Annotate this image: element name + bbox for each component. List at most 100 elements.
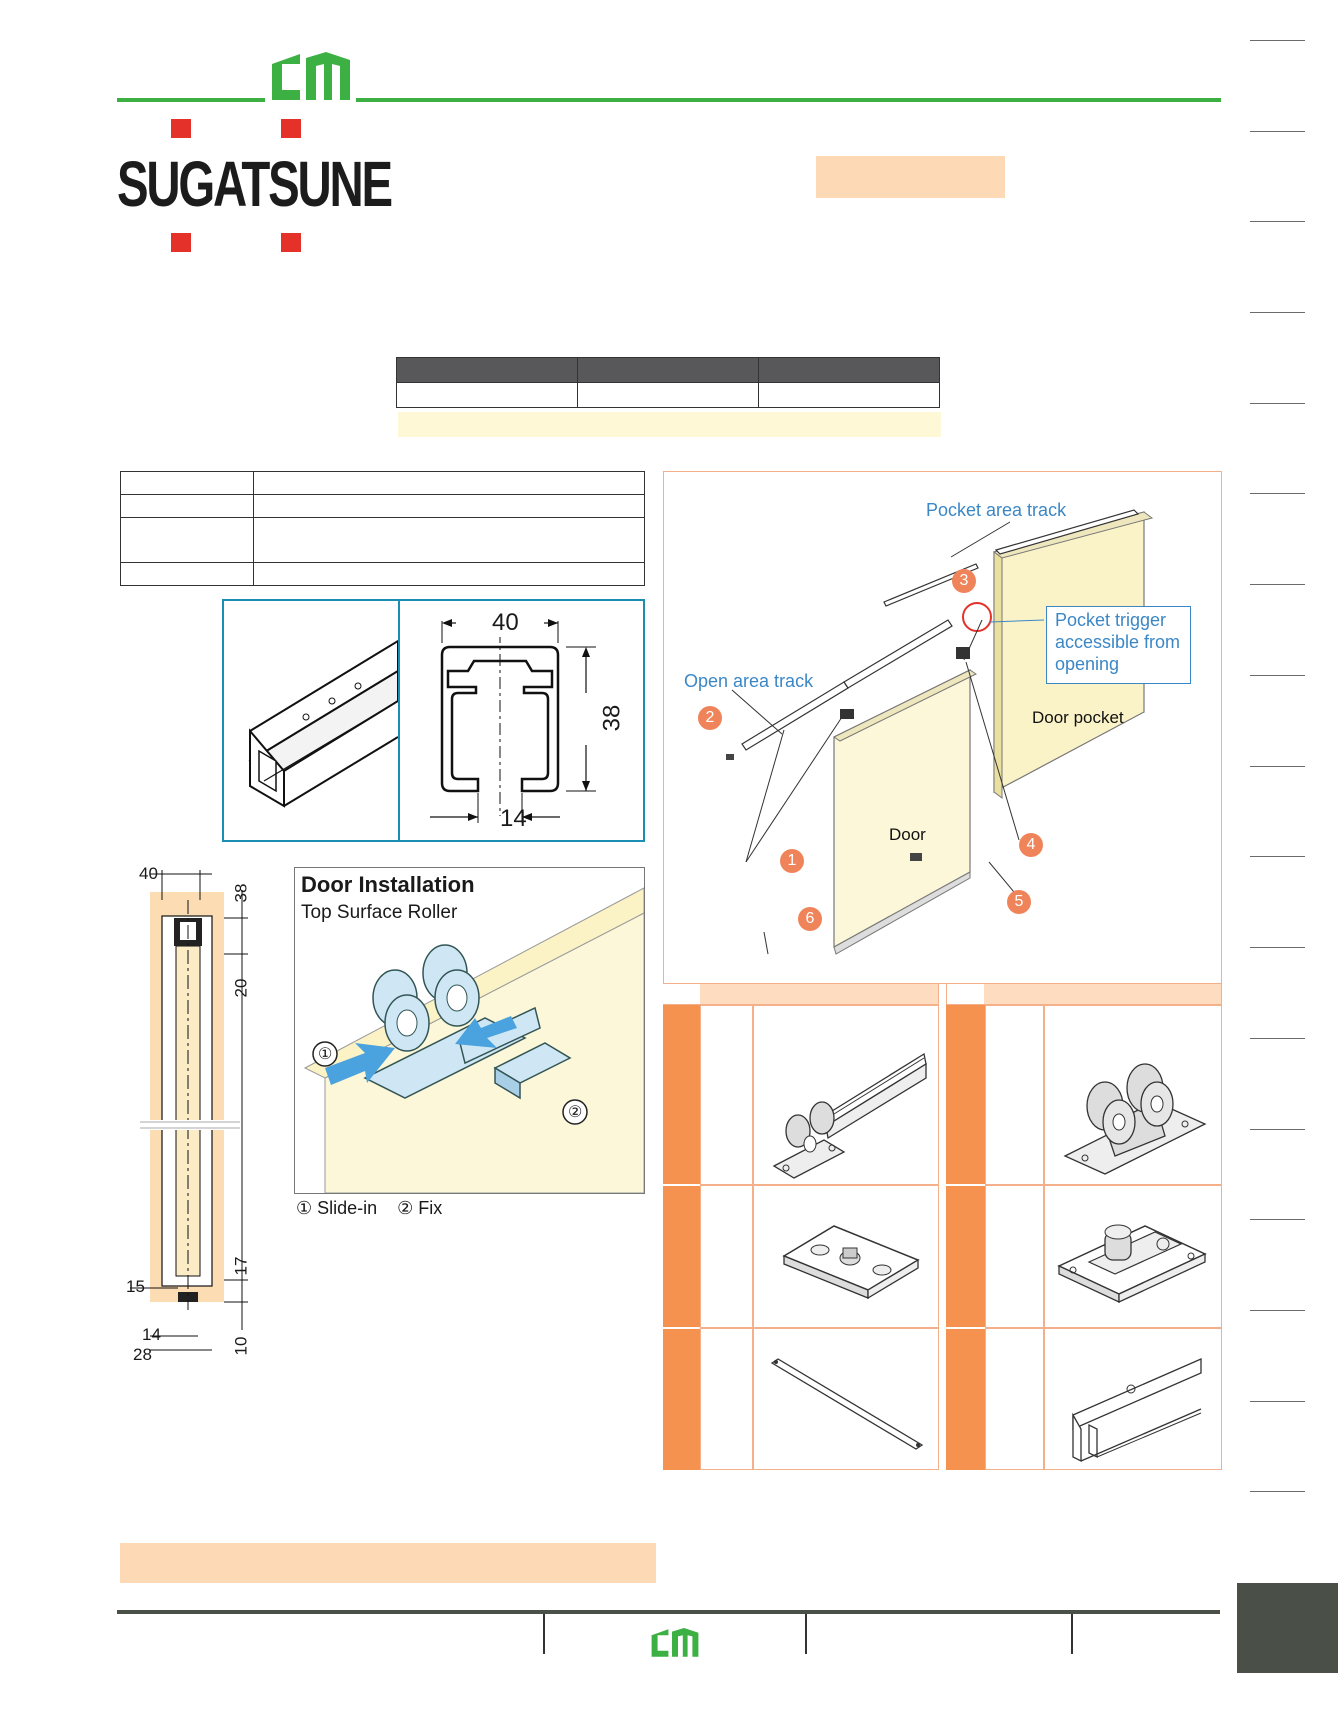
pocket-roller-icon [1063, 1063, 1207, 1175]
edge-tick [1250, 131, 1305, 132]
info-cell [253, 471, 645, 495]
installation-subtitle: Top Surface Roller [301, 902, 458, 923]
parts-index-bar-right [946, 1005, 985, 1470]
pocket-trigger-callout: Pocket trigger accessible from opening [1046, 606, 1191, 684]
dim-section-mid-height: 20 [231, 978, 251, 998]
pocket-trigger-icon [1057, 1224, 1207, 1304]
edge-tick [1250, 1219, 1305, 1220]
spec-table-header [396, 357, 940, 383]
part-image-cell-6 [1044, 1328, 1222, 1470]
logo-square [171, 233, 191, 252]
stopper-plate-icon [782, 1225, 920, 1300]
info-cell [253, 494, 645, 518]
edge-tick [1250, 312, 1305, 313]
callout-5: 5 [1007, 890, 1031, 914]
parts-cell [700, 1185, 753, 1328]
callout-1: 1 [780, 849, 804, 873]
info-row [120, 494, 645, 518]
pocket-track-label: Pocket area track [926, 500, 1067, 520]
dim-profile-height: 38 [598, 704, 627, 732]
info-cell [120, 562, 254, 586]
footer-cm-logo-icon [651, 1628, 699, 1657]
dim-section-top-height: 38 [231, 883, 251, 903]
callout-3: 3 [952, 569, 976, 593]
installation-title: Door Installation [301, 872, 475, 897]
edge-tick [1250, 1038, 1305, 1039]
overview-panel [663, 471, 1222, 984]
logo-square [281, 119, 301, 138]
info-row [120, 471, 645, 495]
panel-divider [398, 601, 400, 840]
spec-header-cell [396, 357, 578, 383]
dim-section-left-offset: 15 [126, 1277, 145, 1296]
edge-tick [1250, 221, 1305, 222]
installation-legend: ① Slide-in ② Fix [296, 1198, 443, 1218]
edge-tick [1250, 1401, 1305, 1402]
spec-table [396, 357, 940, 408]
parts-index-bar-left [663, 1005, 700, 1470]
edge-tick [1250, 766, 1305, 767]
overview-illustration [726, 509, 1154, 955]
notes-highlight-box [120, 1543, 656, 1583]
info-cell [253, 517, 645, 563]
edge-tick [1250, 40, 1305, 41]
info-row [120, 562, 645, 586]
track-profile-panel [222, 599, 645, 842]
parts-cell [985, 1005, 1044, 1185]
dim-section-bottom-small: 14 [142, 1325, 161, 1344]
logo-square [281, 233, 301, 252]
parts-bar-divider [663, 1327, 700, 1329]
open-track-roller-icon [772, 1052, 927, 1179]
dim-section-low-height: 17 [231, 1256, 251, 1276]
footer-separator [543, 1614, 545, 1654]
info-cell [120, 517, 254, 563]
track-cross-section-drawing [430, 619, 596, 823]
trigger-bar-icon [770, 1358, 924, 1450]
dim-section-bottom-height: 10 [231, 1336, 251, 1356]
header-highlight-box [816, 156, 1005, 198]
spec-header-cell [577, 357, 759, 383]
parts-bar-divider [663, 1184, 700, 1186]
track-perspective-drawing [248, 639, 398, 808]
footer-rule [117, 1610, 1220, 1614]
installation-step1-marker: ① [318, 1046, 333, 1063]
info-cell [120, 471, 254, 495]
callout-2: 2 [698, 706, 722, 730]
dim-slot-width: 14 [500, 805, 527, 832]
edge-tick [1250, 1310, 1305, 1311]
parts-header-index [947, 984, 984, 1004]
spec-cell [396, 382, 578, 408]
parts-header-left [663, 983, 939, 1005]
brand-wordmark: SUGATSUNE [117, 148, 393, 220]
cm-logo-icon [272, 52, 350, 100]
door-pocket-label: Door pocket [1032, 708, 1124, 727]
spec-note-box [398, 412, 941, 437]
installation-illustration [303, 887, 644, 1193]
edge-tick [1250, 1491, 1305, 1492]
edge-tick [1250, 584, 1305, 585]
edge-tick [1250, 947, 1305, 948]
parts-bar-divider [946, 1184, 985, 1186]
edge-tick [1250, 493, 1305, 494]
edge-tick [1250, 403, 1305, 404]
dim-section-top-width: 40 [139, 864, 158, 883]
spec-header-cell [758, 357, 940, 383]
edge-tick [1250, 675, 1305, 676]
info-table [120, 471, 645, 586]
dim-profile-width: 40 [488, 609, 523, 637]
parts-cell [700, 1005, 753, 1185]
logo-square [171, 119, 191, 138]
parts-cell [985, 1328, 1044, 1470]
spec-table-row [396, 382, 940, 408]
spec-cell [758, 382, 940, 408]
part-image-cell-2 [753, 1185, 939, 1328]
installation-step2-marker: ② [568, 1104, 583, 1121]
door-label: Door [889, 825, 926, 844]
header-rule-left [117, 98, 265, 102]
part-image-cell-5 [1044, 1185, 1222, 1328]
dim-section-bottom-large: 28 [133, 1345, 152, 1364]
edge-tick [1250, 1129, 1305, 1130]
parts-header-right [946, 983, 1222, 1005]
part-image-cell-1 [753, 1005, 939, 1185]
info-row [120, 517, 645, 563]
